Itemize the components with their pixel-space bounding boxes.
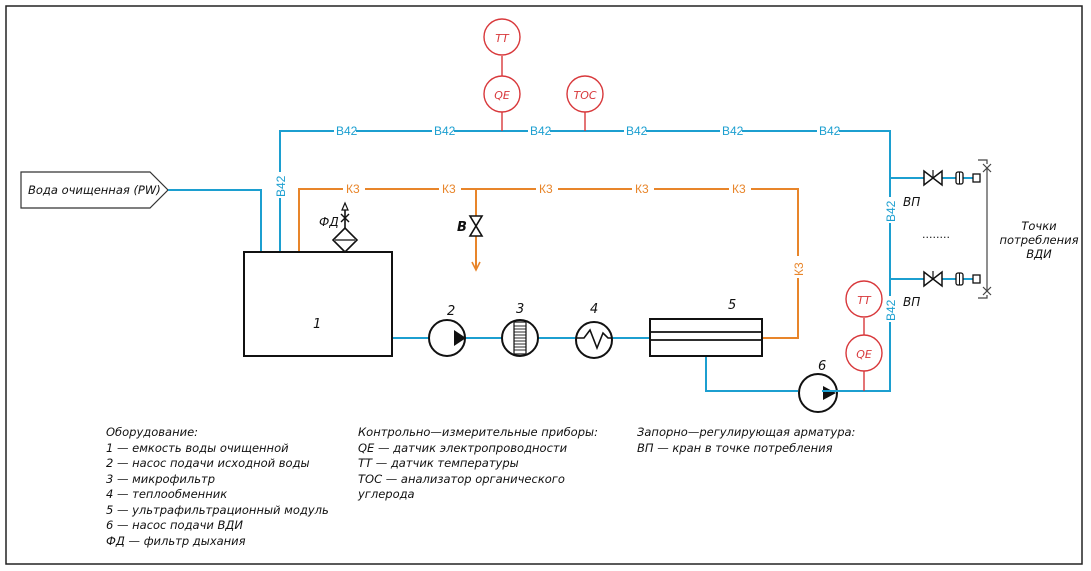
legend-item: 4 — теплообменник [106, 487, 228, 501]
legend-item: 6 — насос подачи ВДИ [106, 518, 243, 532]
return-labels: К3 К3 К3 К3 К3 К3 [343, 182, 806, 278]
svg-text:ВДИ: ВДИ [1026, 247, 1052, 261]
legend-item: 2 — насос подачи исходной воды [106, 456, 310, 470]
pipe-label-k3: К3 [732, 182, 746, 196]
legend-title: Запорно—регулирующая арматура: [637, 425, 856, 439]
pipe-label-b42: В42 [722, 124, 744, 138]
legend-item: 5 — ультрафильтрационный модуль [106, 502, 329, 517]
drain-valve[interactable]: В [457, 215, 484, 272]
legend-title: Контрольно—измерительные приборы: [358, 425, 598, 439]
legend-valves: Запорно—регулирующая арматура: ВП — кран… [637, 425, 855, 456]
breather-filter[interactable]: ФД [319, 201, 359, 254]
legend-item: TOC — анализатор органического [358, 471, 565, 486]
svg-text:QE: QE [494, 89, 510, 102]
instrument-tt-bottom[interactable]: TT [845, 280, 883, 318]
equipment-number-6: 6 [818, 359, 826, 374]
legend-item: 3 — микрофильтр [106, 471, 215, 486]
tank-1[interactable]: 1 [243, 251, 393, 357]
vent-arrow-icon [341, 201, 349, 211]
pump-arrow-icon [823, 386, 836, 400]
more-points-ellipsis: ........ [922, 228, 950, 241]
inlet-label: Вода очищенная (PW) [28, 183, 161, 197]
pipe-label-k3: К3 [635, 182, 649, 196]
inlet-arrow: Вода очищенная (PW) [20, 171, 169, 209]
svg-text:TOC: TOC [573, 89, 596, 102]
pipe-label-k3: К3 [346, 182, 360, 196]
consumer-valve-label: ВП [903, 295, 920, 309]
legend-item: 1 — емкость воды очищенной [106, 440, 289, 455]
drain-valve-label: В [457, 220, 467, 235]
svg-text:Точки: Точки [1021, 219, 1057, 233]
heat-exchanger-4[interactable]: 4 [575, 302, 613, 359]
svg-text:потребления: потребления [999, 233, 1078, 247]
instrument-tt-top[interactable]: TT [483, 18, 521, 56]
pipe-label-k3: К3 [792, 262, 806, 276]
supply-labels: В42 В42 В42 В42 В42 В42 В42 В42 В42 [273, 124, 898, 322]
pipe-label-b42: В42 [884, 299, 898, 321]
legend-item: ФД — фильтр дыхания [106, 533, 246, 548]
drawing-frame [5, 5, 1083, 565]
instrument-qe-top[interactable]: QE [483, 75, 521, 113]
legend-item: углерода [358, 487, 415, 501]
equipment-number-2: 2 [447, 304, 455, 319]
pipe-label-b42: В42 [336, 124, 358, 138]
legend-item: QE — датчик электропроводности [358, 440, 568, 455]
pipe-label-b42: В42 [434, 124, 456, 138]
pipe-label-b42: В42 [274, 175, 288, 197]
pipe-label-k3: К3 [539, 182, 553, 196]
equipment-number-5: 5 [728, 298, 736, 313]
equipment-number-1: 1 [313, 317, 321, 332]
legend-instruments: Контрольно—измерительные приборы: QE — д… [358, 425, 598, 503]
instrument-toc[interactable]: TOC [566, 75, 604, 113]
microfilter-3[interactable]: 3 [501, 302, 539, 357]
consumption-points-label: Точки потребления ВДИ [999, 219, 1078, 261]
legend-equipment: Оборудование: 1 — емкость воды очищенной… [106, 425, 329, 549]
legend-title: Оборудование: [106, 425, 199, 439]
legend-item: ВП — кран в точке потребления [637, 440, 833, 455]
pipe-label-k3: К3 [442, 182, 456, 196]
svg-text:TT: TT [495, 32, 510, 45]
drain-outlet-icon [471, 261, 481, 272]
pipe-label-b42: В42 [626, 124, 648, 138]
consumer-valve-label: ВП [903, 195, 920, 209]
pump-6[interactable]: 6 [798, 359, 890, 413]
pump-2[interactable]: 2 [428, 304, 466, 357]
instrument-qe-bottom[interactable]: QE [845, 334, 883, 372]
breather-filter-label: ФД [319, 215, 339, 229]
pipe-label-b42: В42 [884, 200, 898, 222]
svg-text:TT: TT [857, 294, 872, 307]
equipment-number-4: 4 [590, 302, 598, 317]
consumer-valve-2[interactable]: ВП [903, 270, 981, 309]
consumption-points-bracket [978, 159, 992, 299]
consumer-valve-1[interactable]: ВП [903, 169, 981, 209]
equipment-number-3: 3 [516, 302, 524, 317]
pipe-label-b42: В42 [530, 124, 552, 138]
pipe-label-b42: В42 [819, 124, 841, 138]
legend-item: TT — датчик температуры [358, 456, 519, 470]
pump-arrow-icon [454, 330, 466, 346]
uf-module-5[interactable]: 5 [649, 298, 763, 357]
svg-text:QE: QE [856, 348, 872, 361]
